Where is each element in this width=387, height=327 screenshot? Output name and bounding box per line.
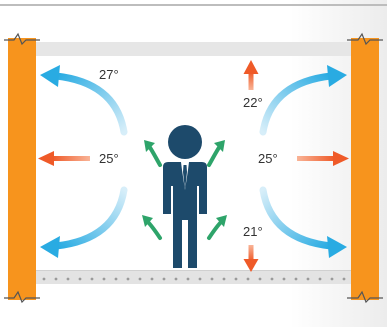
heating-pipe-dot bbox=[67, 278, 70, 281]
right-wall bbox=[347, 34, 383, 302]
heated-floor bbox=[36, 270, 356, 284]
temp-middle-right: 25° bbox=[258, 151, 278, 166]
left-wall bbox=[4, 34, 40, 302]
heating-pipe-dot bbox=[331, 278, 334, 281]
heating-pipe-dot bbox=[127, 278, 130, 281]
heating-pipe-dot bbox=[319, 278, 322, 281]
heating-pipe-dot bbox=[91, 278, 94, 281]
top-border-line bbox=[0, 4, 387, 6]
ceiling-slab bbox=[36, 42, 356, 56]
heating-pipe-dot bbox=[247, 278, 250, 281]
heating-pipe-dot bbox=[283, 278, 286, 281]
temp-top-left: 27° bbox=[99, 67, 119, 82]
heating-pipe-dot bbox=[163, 278, 166, 281]
heating-pipe-dot bbox=[151, 278, 154, 281]
heating-pipe-dot bbox=[271, 278, 274, 281]
heating-pipe-dot bbox=[343, 278, 346, 281]
heating-pipe-dot bbox=[175, 278, 178, 281]
temp-floor-center: 21° bbox=[243, 224, 263, 239]
heating-pipe-dot bbox=[103, 278, 106, 281]
heating-pipe-dot bbox=[43, 278, 46, 281]
heating-pipe-dot bbox=[223, 278, 226, 281]
temp-middle-left: 25° bbox=[99, 151, 119, 166]
heating-pipe-dot bbox=[259, 278, 262, 281]
heating-pipe-dot bbox=[187, 278, 190, 281]
temp-ceiling-center: 22° bbox=[243, 95, 263, 110]
heating-pipe-dot bbox=[79, 278, 82, 281]
heating-pipe-dot bbox=[115, 278, 118, 281]
heating-pipe-dot bbox=[307, 278, 310, 281]
heating-pipe-dot bbox=[235, 278, 238, 281]
heating-pipe-dot bbox=[199, 278, 202, 281]
heating-pipe-dot bbox=[139, 278, 142, 281]
heating-pipe-dot bbox=[211, 278, 214, 281]
heating-pipe-dot bbox=[55, 278, 58, 281]
heating-pipe-dot bbox=[295, 278, 298, 281]
